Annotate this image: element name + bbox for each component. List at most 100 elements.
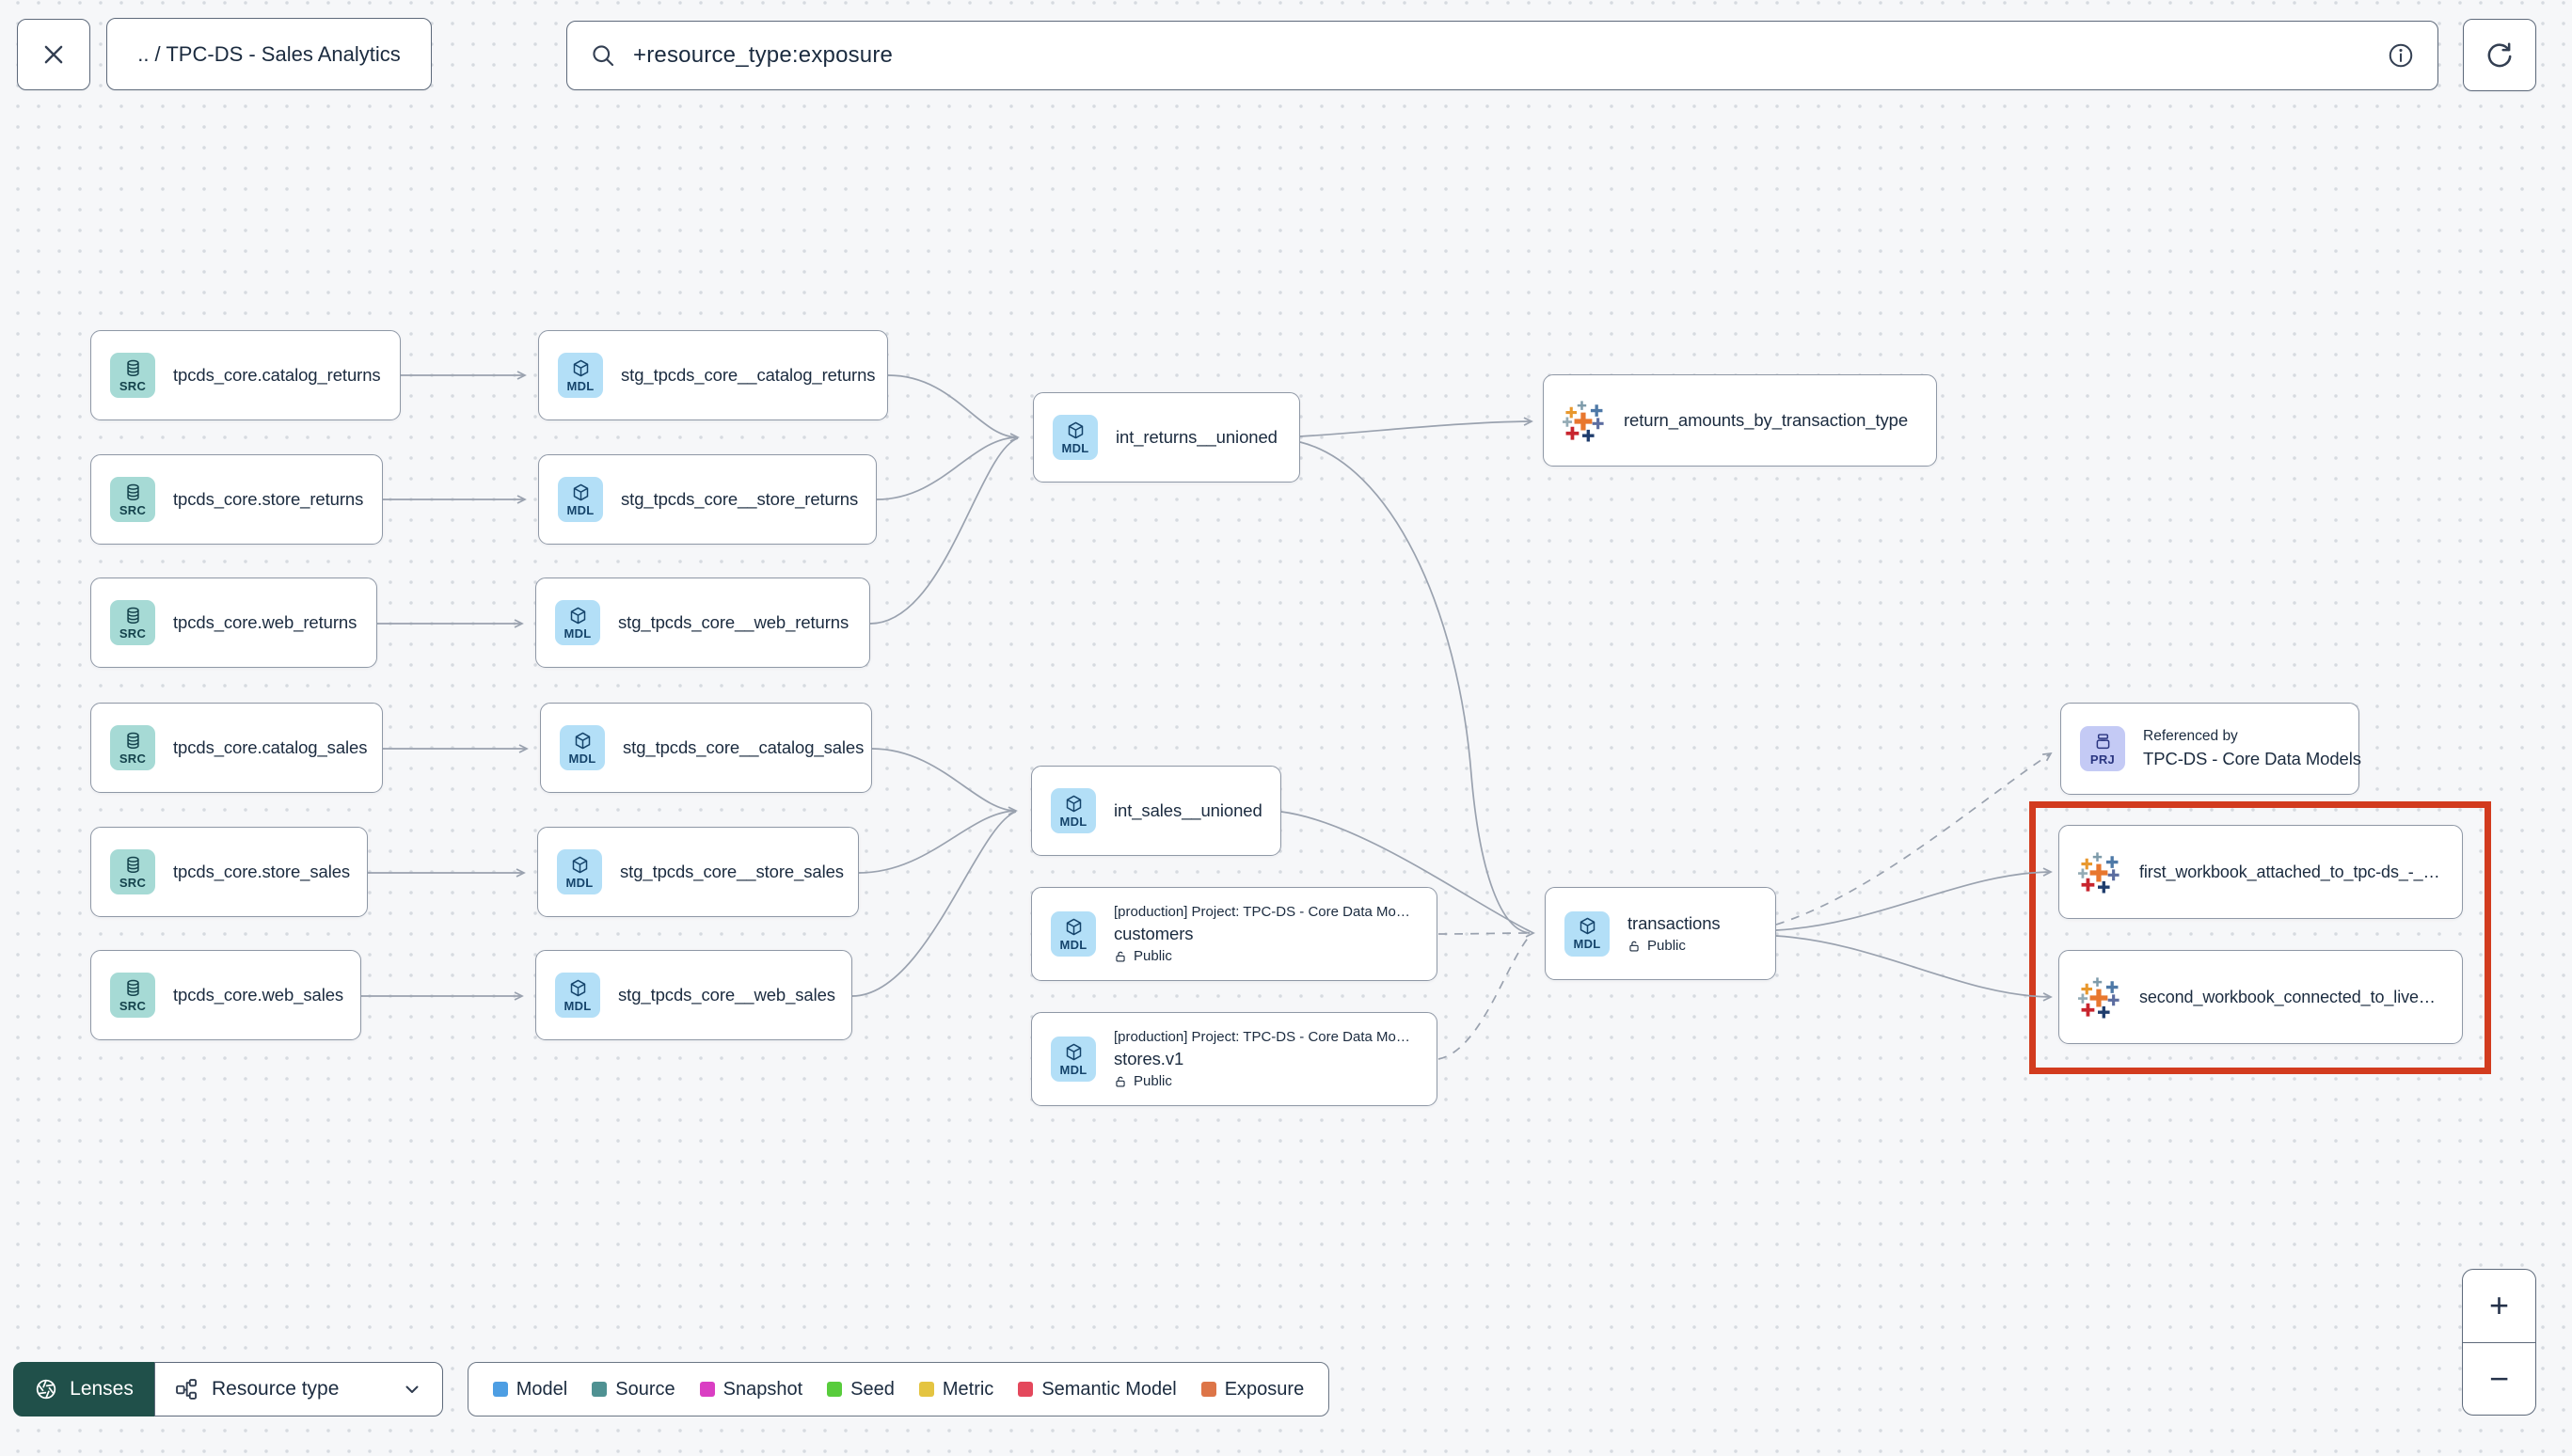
zoom-in-button[interactable]: + [2488, 1286, 2510, 1325]
legend-label: Seed [850, 1378, 895, 1400]
node-project-referenced-by[interactable]: PRJ Referenced by TPC-DS - Core Data Mod… [2060, 703, 2361, 795]
legend-swatch [1200, 1382, 1216, 1397]
model-badge: MDL [558, 353, 603, 398]
legend-swatch [699, 1382, 715, 1397]
database-icon [123, 483, 143, 502]
node-exposure-second-workbook[interactable]: second_workbook_connected_to_live… [2058, 950, 2463, 1044]
node-source-tpcds-core-catalog-sales[interactable]: SRC tpcds_core.catalog_sales [90, 703, 383, 793]
node-model-stg-catalog-sales[interactable]: MDL stg_tpcds_core__catalog_sales [540, 703, 872, 793]
legend-item: Seed [827, 1379, 895, 1401]
breadcrumb[interactable]: .. / TPC-DS - Sales Analytics [106, 18, 432, 90]
node-model-transactions[interactable]: MDL transactions Public [1545, 887, 1776, 980]
project-badge: PRJ [2080, 726, 2125, 771]
refresh-icon [2485, 40, 2515, 71]
search-bar[interactable] [566, 21, 2438, 90]
node-exposure-first-workbook[interactable]: first_workbook_attached_to_tpc-ds_-_… [2058, 825, 2463, 919]
legend-swatch [918, 1382, 934, 1397]
node-source-tpcds-core-store-sales[interactable]: SRC tpcds_core.store_sales [90, 827, 368, 917]
cube-icon [568, 978, 588, 998]
chevron-down-icon [401, 1378, 423, 1401]
zoom-out-button[interactable]: − [2463, 1341, 2535, 1416]
model-badge: MDL [557, 849, 602, 894]
node-model-stg-store-returns[interactable]: MDL stg_tpcds_core__store_returns [538, 454, 877, 545]
tableau-icon [1563, 399, 1606, 442]
legend-label: Exposure [1224, 1378, 1305, 1400]
database-icon [123, 978, 143, 998]
cube-icon [571, 358, 591, 378]
node-source-tpcds-core-catalog-returns[interactable]: SRC tpcds_core.catalog_returns [90, 330, 401, 420]
node-exposure-return-amounts[interactable]: return_amounts_by_transaction_type [1543, 374, 1937, 467]
node-model-stg-web-returns[interactable]: MDL stg_tpcds_core__web_returns [535, 578, 870, 668]
search-icon [590, 42, 616, 69]
resource-type-label: Resource type [212, 1378, 340, 1400]
cube-icon [571, 483, 591, 502]
node-model-int-returns-unioned[interactable]: MDL int_returns__unioned [1033, 392, 1300, 483]
database-icon [123, 358, 143, 378]
refresh-button[interactable] [2463, 19, 2536, 91]
resource-type-icon [174, 1377, 198, 1401]
access-badge: Public [1114, 1073, 1410, 1089]
archive-box-icon [2093, 732, 2113, 752]
close-button[interactable] [17, 19, 90, 90]
info-icon[interactable] [2387, 41, 2415, 70]
cube-icon [1578, 916, 1597, 936]
cube-icon [570, 855, 590, 875]
legend-item: Exposure [1200, 1378, 1305, 1401]
node-source-tpcds-core-web-returns[interactable]: SRC tpcds_core.web_returns [90, 578, 377, 668]
node-model-stg-store-sales[interactable]: MDL stg_tpcds_core__store_sales [537, 827, 859, 917]
model-badge: MDL [1051, 1037, 1096, 1082]
legend-label: Semantic Model [1041, 1378, 1177, 1400]
resource-type-dropdown[interactable]: Resource type [154, 1362, 443, 1416]
source-badge: SRC [110, 973, 155, 1018]
node-source-tpcds-core-store-returns[interactable]: SRC tpcds_core.store_returns [90, 454, 383, 545]
source-badge: SRC [110, 477, 155, 522]
access-badge: Public [1114, 948, 1410, 964]
cube-icon [573, 731, 593, 751]
node-model-customers[interactable]: MDL [production] Project: TPC-DS - Core … [1031, 887, 1437, 981]
legend-label: Model [516, 1378, 568, 1400]
legend-item: Source [592, 1379, 675, 1401]
legend-swatch [592, 1382, 608, 1397]
legend-label: Snapshot [722, 1378, 803, 1400]
model-badge: MDL [555, 973, 600, 1018]
node-source-tpcds-core-web-sales[interactable]: SRC tpcds_core.web_sales [90, 950, 361, 1040]
referenced-by-label: Referenced by [2143, 728, 2238, 744]
node-model-stores-v1[interactable]: MDL [production] Project: TPC-DS - Core … [1031, 1012, 1437, 1106]
unlock-icon [1114, 950, 1127, 963]
legend-panel: Model Source Snapshot Seed Metric Semantic Mo… [468, 1362, 1329, 1416]
cube-icon [1064, 1042, 1084, 1062]
legend-items: Model Source Snapshot Seed Metric Semantic Mo… [492, 1378, 1305, 1401]
source-badge: SRC [110, 725, 155, 770]
lenses-button[interactable]: Lenses [13, 1362, 154, 1416]
project-meta: [production] Project: TPC-DS - Core Data… [1114, 1029, 1410, 1045]
legend-label: Metric [942, 1378, 994, 1400]
model-badge: MDL [1051, 788, 1096, 833]
legend-swatch [492, 1382, 508, 1397]
tableau-icon [2078, 850, 2121, 894]
model-badge: MDL [555, 600, 600, 645]
model-badge: MDL [1051, 911, 1096, 957]
cube-icon [1064, 917, 1084, 937]
source-badge: SRC [110, 353, 155, 398]
search-input[interactable] [631, 41, 2372, 70]
tableau-icon [2078, 975, 2121, 1019]
legend-item: Snapshot [699, 1378, 803, 1401]
database-icon [123, 606, 143, 625]
unlock-icon [1627, 940, 1641, 953]
unlock-icon [1114, 1075, 1127, 1088]
legend-item: Model [492, 1378, 568, 1401]
database-icon [123, 855, 143, 875]
cube-icon [1066, 420, 1086, 440]
zoom-control: + − [2462, 1269, 2536, 1416]
cube-icon [1064, 794, 1084, 814]
source-badge: SRC [110, 600, 155, 645]
node-model-int-sales-unioned[interactable]: MDL int_sales__unioned [1031, 766, 1281, 856]
legend-swatch [1018, 1382, 1034, 1397]
legend-swatch [827, 1382, 843, 1397]
model-badge: MDL [1053, 415, 1098, 460]
node-model-stg-catalog-returns[interactable]: MDL stg_tpcds_core__catalog_returns [538, 330, 888, 420]
project-meta: [production] Project: TPC-DS - Core Data… [1114, 904, 1410, 920]
node-model-stg-web-sales[interactable]: MDL stg_tpcds_core__web_sales [535, 950, 852, 1040]
aperture-icon [34, 1377, 58, 1401]
legend-item: Semantic Model [1018, 1378, 1177, 1401]
